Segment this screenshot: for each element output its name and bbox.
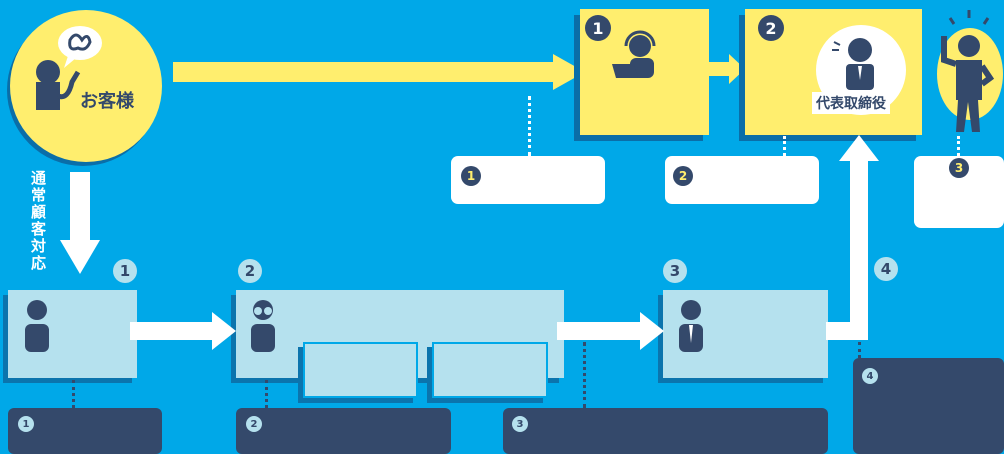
person-raising-hand-icon (941, 10, 995, 132)
bottom-note-4 (853, 358, 1004, 454)
top-note-3-number: 3 (949, 158, 969, 178)
operator-icon (612, 30, 656, 78)
bottom-note-1-number: 1 (18, 416, 34, 432)
small-yellow-arrow-head (729, 54, 745, 84)
yellow-arrow (173, 62, 555, 82)
bottom-note-4-number: 4 (862, 368, 878, 384)
bottom-note-3-number: 3 (512, 416, 528, 432)
bottom-step-2-sub-2 (432, 342, 548, 398)
small-yellow-arrow (709, 62, 731, 76)
manager-icon (679, 300, 703, 352)
yellow-arrow-head (553, 54, 585, 90)
arrow-1-2-head (212, 312, 236, 350)
bottom-step-3-number: 3 (663, 259, 687, 283)
bottom-step-2-sub-1 (303, 342, 418, 398)
bottom-step-1-number: 1 (113, 259, 137, 283)
top-note-2-number: 2 (673, 166, 693, 186)
top-step-2-number: 2 (758, 15, 784, 41)
top-note-1-number: 1 (461, 166, 481, 186)
connector (858, 342, 861, 358)
arrow-3-up-v (850, 160, 868, 340)
arrow-2-3 (557, 322, 642, 340)
arrow-up-head (839, 135, 879, 161)
ceo-label: 代表取締役 (812, 92, 890, 114)
staff-icon-1 (25, 300, 49, 352)
staff-glasses-icon (251, 300, 275, 352)
bottom-note-2-number: 2 (246, 416, 262, 432)
customer-icon (36, 26, 102, 110)
ceo-icon (832, 38, 874, 90)
arrow-1-2 (130, 322, 215, 340)
connector (528, 96, 531, 156)
top-step-1-number: 1 (585, 15, 611, 41)
bottom-note-2 (236, 408, 451, 454)
bottom-note-1 (8, 408, 162, 454)
bottom-step-2-number: 2 (238, 259, 262, 283)
connector (783, 136, 786, 156)
bottom-note-3 (503, 408, 828, 454)
customer-label: お客様 (80, 91, 134, 112)
down-arrow-head (60, 240, 100, 274)
connector (265, 380, 268, 408)
connector (583, 342, 586, 408)
connector (957, 136, 960, 156)
arrow-2-3-head (640, 312, 664, 350)
flow-label: 通常顧客対応 (31, 169, 47, 272)
bottom-step-4-number: 4 (874, 257, 898, 281)
connector (72, 380, 75, 408)
down-arrow (70, 172, 90, 242)
